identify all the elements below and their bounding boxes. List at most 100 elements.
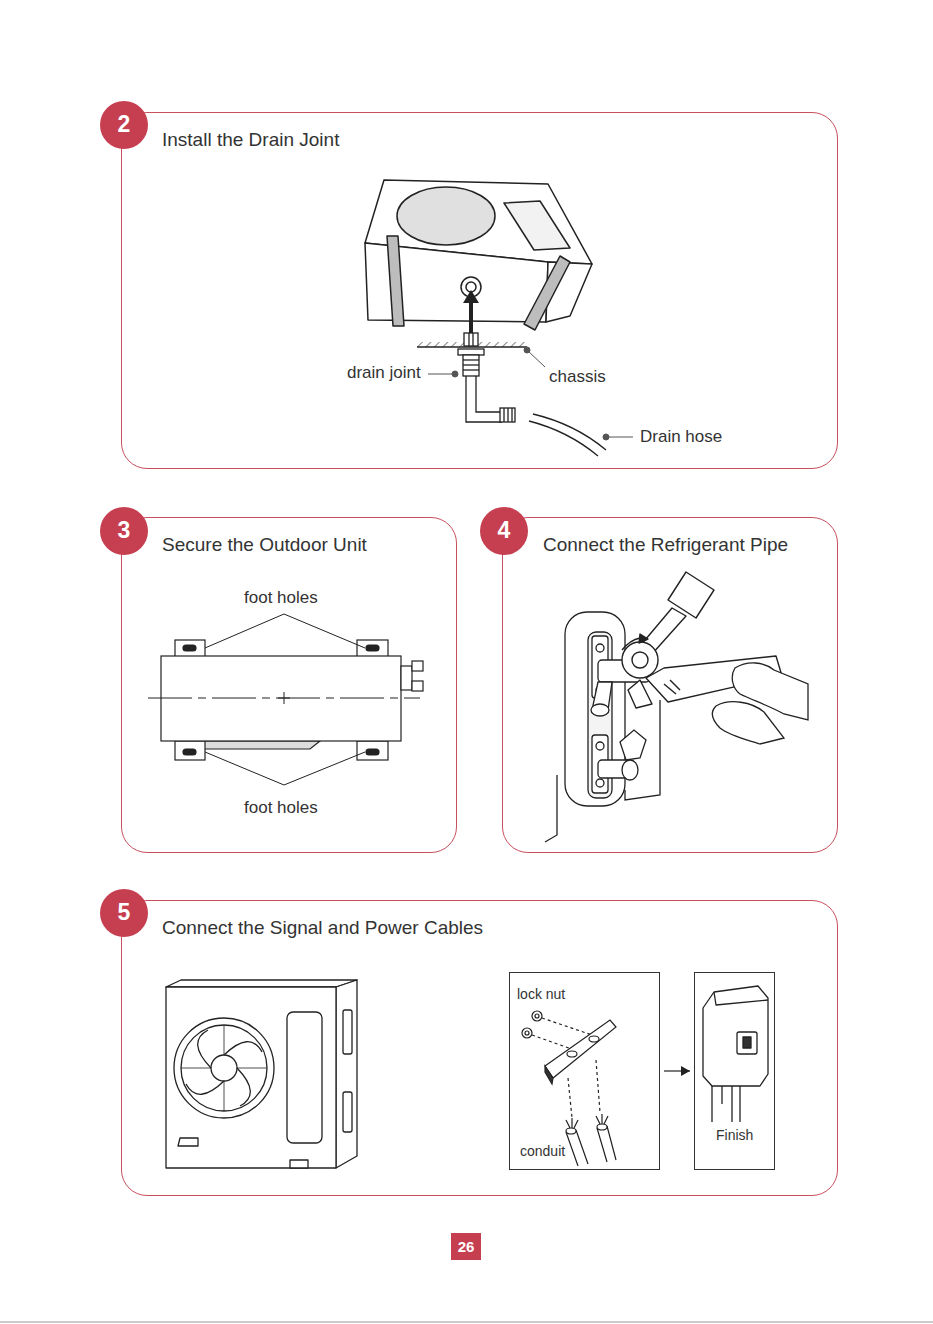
part-label: Finish: [716, 1128, 753, 1143]
outdoor-unit-part: [287, 1012, 322, 1143]
hands: [713, 663, 808, 744]
unit-top-view-part: [357, 640, 388, 658]
junction-box-part: [743, 1037, 751, 1048]
outdoor-unit-underside: [365, 180, 592, 330]
step-panel: Connect the Refrigerant Pipe4: [502, 517, 838, 853]
lock-nut-assembly-part: [532, 1011, 542, 1021]
unit-top-view-part: [357, 741, 388, 760]
flow-arrow: [664, 1066, 690, 1076]
outdoor-unit-part: [343, 1010, 352, 1054]
lock-nut-assembly-part: [567, 1051, 577, 1057]
step-panel: Install the Drain Joint2: [121, 112, 838, 469]
lock-nut-assembly: [522, 1011, 616, 1166]
junction-box-part: [737, 1032, 757, 1054]
junction-box-part: [714, 992, 768, 1005]
page-number: 26: [451, 1233, 481, 1260]
valve-plate-part: [591, 704, 609, 716]
valve-plate-part: [596, 644, 604, 652]
lock-nut-assembly-part: [525, 1031, 529, 1035]
leader-lines: [428, 347, 633, 440]
step-title: Connect the Refrigerant Pipe: [543, 535, 788, 556]
step-digit: 3: [100, 507, 148, 555]
valve-plate-part: [620, 730, 646, 760]
unit-top-view-part: [183, 749, 196, 755]
lock-nut-assembly-part: [566, 1118, 578, 1128]
lock-nut-assembly-part: [535, 1014, 539, 1018]
unit-top-view-part: [175, 741, 205, 760]
part-label: lock nut: [517, 987, 565, 1002]
drain-hose-part-part: [533, 414, 606, 450]
drain-hose-part-part: [529, 421, 598, 456]
step-number: 5: [100, 889, 148, 937]
lock-nut-assembly-part: [522, 1028, 532, 1038]
center-line-part: [284, 692, 285, 704]
lock-nut-assembly-part: [545, 1066, 553, 1084]
drain-joint-part-part: [463, 355, 479, 376]
page-rule: [0, 1322, 933, 1323]
leader-lines-part: [428, 374, 455, 375]
drain-joint-part-part: [463, 369, 479, 370]
step-title: Install the Drain Joint: [162, 130, 339, 151]
hands-part: [713, 702, 784, 744]
lock-nut-assembly-part: [542, 1018, 595, 1036]
drain-joint-part-part: [503, 408, 504, 422]
outdoor-unit-part: [174, 1018, 274, 1118]
leader-lines-part: [527, 350, 545, 367]
drain-joint-part-part: [466, 376, 502, 422]
step-number: 4: [480, 507, 528, 555]
outdoor-unit-part: [343, 1092, 352, 1132]
outdoor-unit-underside-part: [524, 256, 570, 330]
drain-joint-part: [458, 333, 515, 422]
drain-joint-part-part: [458, 349, 484, 355]
step-title: Connect the Signal and Power Cables: [162, 918, 483, 939]
valve-plate-part: [596, 779, 604, 787]
outdoor-unit-part: [211, 1055, 237, 1081]
outdoor-unit: [166, 980, 357, 1168]
step-title: Secure the Outdoor Unit: [162, 535, 367, 556]
outdoor-unit-part: [336, 980, 357, 1168]
lock-nut-assembly-part: [597, 1126, 616, 1162]
arrow-line: [664, 1070, 690, 1071]
part-label: conduit: [520, 1144, 565, 1159]
wrenches-part: [639, 634, 648, 643]
leader-lines-part: [452, 371, 458, 377]
detail-box: lock nut conduit: [509, 972, 660, 1170]
unit-top-view-part: [366, 645, 379, 651]
callout-label: foot holes: [244, 589, 318, 608]
insert-arrow-part: [469, 300, 473, 336]
lock-nut-assembly-part: [545, 1020, 616, 1078]
callout-label: foot holes: [244, 799, 318, 818]
lock-nut-assembly-part: [596, 1114, 608, 1124]
insert-arrow: [463, 290, 479, 336]
lock-nut-assembly-part: [589, 1036, 599, 1042]
wrenches-part: [622, 642, 658, 678]
unit-top-view-part: [412, 661, 423, 671]
outdoor-unit-underside-part: [504, 201, 570, 250]
wrenches-part: [670, 680, 680, 690]
unit-top-view-part: [412, 681, 423, 691]
drain-joint-part-part: [472, 333, 473, 346]
drain-joint-part-part: [468, 333, 469, 346]
lock-nut-assembly-part: [597, 1124, 607, 1130]
drain-joint-part-part: [507, 408, 508, 422]
outdoor-unit-part: [181, 1025, 267, 1111]
valve-plate-part: [596, 742, 604, 750]
foot-hole-leaders-part: [205, 614, 365, 648]
drain-joint-part-part: [464, 333, 478, 346]
drain-joint-part-part: [463, 364, 479, 365]
lock-nut-assembly-part: [596, 1060, 600, 1112]
valve-plate-part: [622, 760, 638, 780]
drain-joint-part-part: [463, 359, 479, 360]
unit-top-view-part: [183, 645, 196, 651]
drain-joint-part-part: [500, 408, 515, 422]
unit-top-view-part: [175, 640, 205, 658]
lock-nut-assembly-part: [566, 1130, 588, 1166]
step-digit: 2: [100, 101, 148, 149]
unit-top-view-part: [401, 666, 412, 690]
callout-label: drain joint: [347, 364, 421, 383]
junction-box: [703, 986, 768, 1122]
outdoor-unit-part: [178, 1138, 198, 1146]
step-digit: 4: [480, 507, 528, 555]
page-digit: 26: [451, 1233, 481, 1260]
